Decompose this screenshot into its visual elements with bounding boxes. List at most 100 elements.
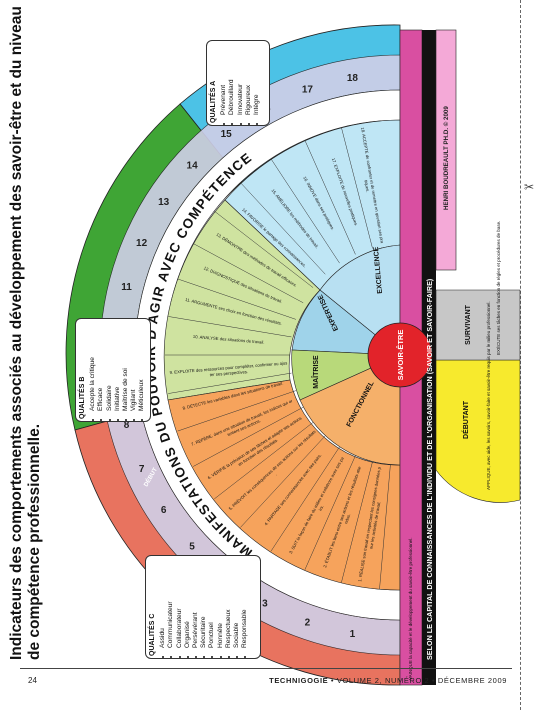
band-label-survivant: SURVIVANT <box>465 304 472 345</box>
qualities-a-list: PrévenantDébrouillardInnovateurRigoureux… <box>220 37 261 123</box>
quality-item: Solidaire <box>106 315 114 411</box>
quality-item: Responsable <box>241 552 249 649</box>
quality-item: Efficace <box>97 315 105 411</box>
scissors-icon: ✂ <box>524 180 535 194</box>
wedge-divider <box>214 422 314 500</box>
scale-numbers: 123456789101112131415161718 <box>113 73 358 640</box>
wedge-text-line: 10. ANALYSE des situations de travail. <box>193 334 265 345</box>
wedge-text-line: ter ses perspectives. <box>210 369 249 377</box>
arc-title-band <box>134 89 401 621</box>
qualities-a-content: QUALITÉS A PrévenantDébrouillardInnovate… <box>207 33 264 127</box>
magenta-text: VAINQUE la capacité et le développement … <box>408 538 413 681</box>
wedge-divider <box>304 140 356 255</box>
qualities-a-title: QUALITÉS A <box>210 80 217 123</box>
journal-footer: TECHNIGOGIE • VOLUME 2, NUMÉRO 2 • DÉCEM… <box>269 676 507 685</box>
wedge-rings <box>163 119 401 591</box>
wedge-divider <box>193 406 304 467</box>
wedge-divider <box>177 278 297 320</box>
band-debutant <box>435 359 521 503</box>
wedge-divider <box>379 464 391 590</box>
quality-item: Rigoureux <box>245 37 253 115</box>
stage-label-excellence: EXCELLENCE <box>373 246 384 294</box>
wedge-divider <box>240 435 326 528</box>
quality-item: Accepte la critique <box>89 315 97 411</box>
quality-item: Innovateur <box>237 37 245 115</box>
wedge-divider <box>193 243 304 304</box>
qualities-a-box: QUALITÉS A PrévenantDébrouillardInnovate… <box>206 40 270 126</box>
scale-number: 17 <box>302 85 314 96</box>
quality-item: Assidu <box>159 552 167 648</box>
scale-number: 3 <box>262 599 268 610</box>
wedge-dividers <box>165 127 391 590</box>
quality-item: Prévenant <box>220 37 228 115</box>
wedge-text: 10. ANALYSE des situations de travail. <box>193 334 265 345</box>
quality-item: Persévérant <box>192 552 200 648</box>
qualities-b-title: QUALITÉS B <box>79 376 86 419</box>
pink-stripe <box>435 29 457 271</box>
quality-item: Sociable <box>233 552 241 648</box>
band-label-debutant: DÉBUTANT <box>461 400 470 439</box>
scale-number: 15 <box>221 129 233 140</box>
scale-number: 14 <box>187 160 199 171</box>
wedge-divider <box>240 182 326 275</box>
quality-item: Initiative <box>114 315 122 411</box>
wedge-divider <box>304 455 356 570</box>
journal-name: TECHNIGOGIE <box>269 676 329 685</box>
scale-number: 12 <box>136 238 148 249</box>
quality-item: Vigilant <box>130 315 138 411</box>
qualities-c-content: QUALITÉS C AssiduCommunicateurCollaborat… <box>146 548 252 660</box>
wedge-divider <box>341 461 373 583</box>
scale-number: 6 <box>161 505 167 516</box>
scale-number: 13 <box>158 197 170 208</box>
qualities-b-content: QUALITÉS B Accepte la critiqueEfficaceSo… <box>76 311 150 423</box>
qualities-b-box: QUALITÉS B Accepte la critiqueEfficaceSo… <box>75 318 151 422</box>
capital-label: SELON LE CAPITAL DE CONNAISSANCES DE L'I… <box>425 278 434 660</box>
wedge-divider <box>341 127 373 249</box>
wedge-band-lime <box>163 199 321 401</box>
quality-item: Sécuritaire <box>200 552 208 648</box>
footer-rule <box>20 668 512 669</box>
scale-number: 11 <box>121 282 132 293</box>
wedge-divider <box>168 372 292 394</box>
qualities-c-box: QUALITÉS C AssiduCommunicateurCollaborat… <box>145 555 261 659</box>
wedge-divider <box>270 158 340 264</box>
quality-item: Maîtrise de soi <box>122 315 130 411</box>
scale-number: 5 <box>189 542 195 553</box>
wedge-band-orange <box>167 379 401 591</box>
center-label: SAVOIR-ÊTRE <box>396 330 405 381</box>
scale-number: 18 <box>347 73 359 84</box>
journal-details: • VOLUME 2, NUMÉRO 2 • DÉCEMBRE 2009 <box>328 676 507 685</box>
outer-rings <box>65 24 401 686</box>
wedge-text-line: . <box>274 472 278 476</box>
quality-item: Respectueux <box>225 552 233 649</box>
cut-line <box>520 0 521 710</box>
scale-number: 8 <box>124 420 130 431</box>
page-number: 24 <box>28 676 37 685</box>
wedge-text-line: irs. <box>318 504 325 511</box>
wedge-divider <box>177 390 297 432</box>
quality-item: Intègre <box>253 37 261 115</box>
scale-number: 7 <box>139 464 145 475</box>
stage-label-maitrise: MAÎTRISE <box>311 355 320 389</box>
stage-fonctionnel <box>299 354 401 466</box>
wedge-divider <box>270 446 340 552</box>
wedge-divider <box>214 210 314 288</box>
band-text-debutant: APPLIQUE, avec aide, les savoirs, savoir… <box>486 301 491 490</box>
quality-item: Communicateur <box>167 552 175 648</box>
center-circle <box>367 322 433 388</box>
scale-number: 1 <box>350 629 356 640</box>
quality-item: Collaborateur <box>176 552 184 648</box>
qualities-c-title: QUALITÉS C <box>149 613 156 656</box>
qualities-c-list: AssiduCommunicateurCollaborateurOrganisé… <box>159 552 249 656</box>
quality-item: Débrouillard <box>228 37 236 115</box>
quality-item: Ponctuel <box>208 552 216 648</box>
wedge-text-line: tiques. <box>364 180 371 193</box>
wedge-divider <box>168 316 292 338</box>
quality-item: Organisé <box>184 552 192 648</box>
band-survivant <box>435 289 521 361</box>
band-text-survivant: EXÉCUTE ses tâches en fonction de règles… <box>495 221 501 355</box>
author-label: HENRI BOUDREAULT PH.D. © 2009 <box>443 106 450 210</box>
qualities-b-list: Accepte la critiqueEfficaceSolidaireInit… <box>89 315 146 419</box>
quality-item: Méticuleux <box>138 315 146 411</box>
